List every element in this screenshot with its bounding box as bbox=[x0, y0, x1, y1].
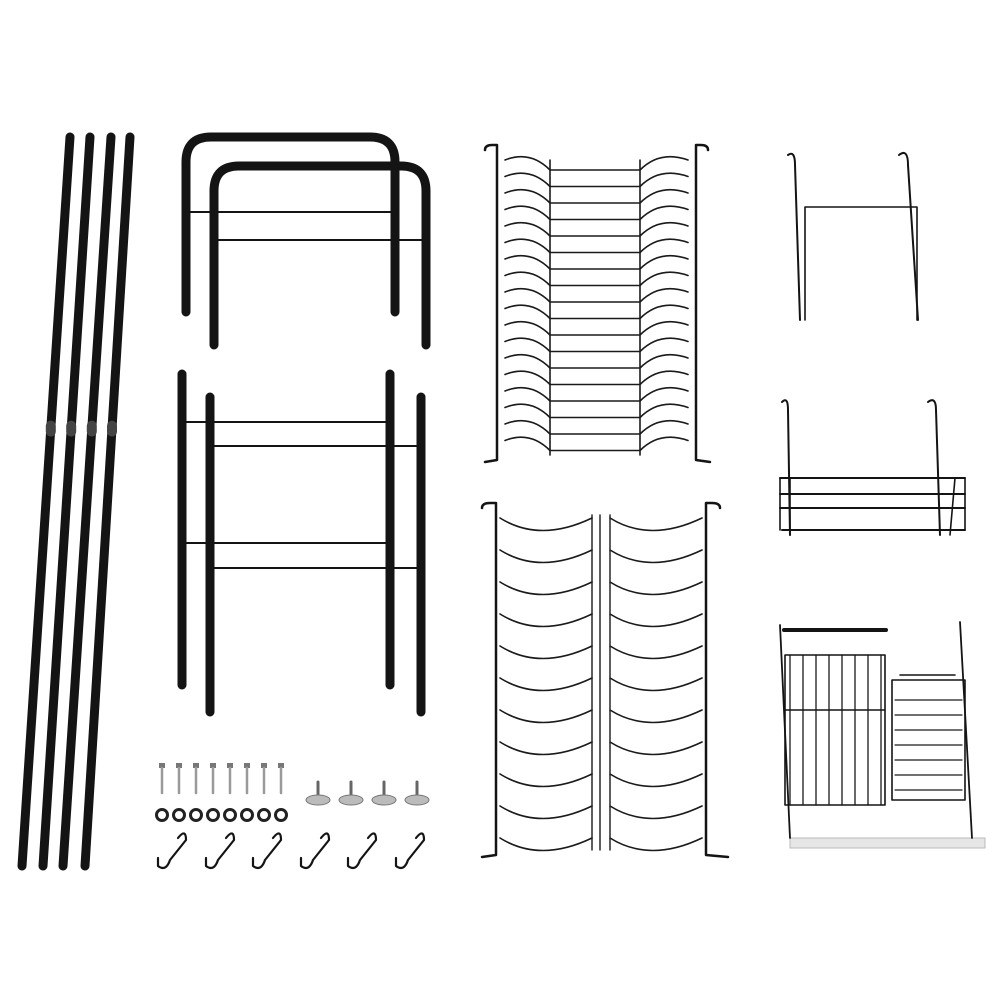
side-wire bbox=[704, 501, 730, 859]
foot-icon bbox=[371, 794, 397, 806]
cutting-board-holder bbox=[784, 654, 886, 806]
plate-wire bbox=[504, 254, 689, 270]
basket bbox=[779, 399, 966, 536]
u-frame-icon bbox=[209, 161, 431, 350]
basket-hook bbox=[927, 399, 941, 536]
basket-hook bbox=[781, 399, 791, 536]
plate-wire bbox=[504, 221, 689, 237]
plate-wire bbox=[504, 436, 689, 452]
washer-icon bbox=[240, 808, 254, 822]
washer-icon bbox=[274, 808, 288, 822]
plate-wire bbox=[504, 205, 689, 221]
side-wire bbox=[694, 143, 712, 464]
washer-icon bbox=[172, 808, 186, 822]
washer-icon bbox=[206, 808, 220, 822]
bowl-rack bbox=[480, 501, 730, 859]
washer-icon bbox=[189, 808, 203, 822]
plate-wire bbox=[504, 386, 689, 402]
bowl-wire bbox=[499, 613, 703, 628]
s-hook-icon bbox=[156, 832, 188, 870]
pole-icon bbox=[80, 132, 135, 871]
s-hook-icon bbox=[346, 832, 378, 870]
plate-wire bbox=[504, 155, 689, 171]
hanger-icon bbox=[898, 152, 919, 321]
side-frames bbox=[177, 369, 426, 717]
foot-icon bbox=[305, 794, 331, 806]
u-frames bbox=[181, 132, 431, 350]
pole-icon bbox=[58, 132, 116, 871]
s-hook-icon bbox=[251, 832, 283, 870]
bowl-wire bbox=[499, 645, 703, 660]
plate-rack bbox=[483, 143, 712, 464]
screw-head bbox=[176, 763, 182, 768]
screw-head bbox=[210, 763, 216, 768]
hanger-icon bbox=[787, 152, 801, 321]
bowl-wire bbox=[499, 741, 703, 756]
poles bbox=[17, 132, 135, 871]
bowl-wire bbox=[499, 837, 703, 852]
plate-wire bbox=[504, 353, 689, 369]
utensil-holder bbox=[779, 621, 986, 849]
bowl-wire bbox=[499, 677, 703, 692]
bowl-wire bbox=[499, 773, 703, 788]
basket-frame bbox=[779, 477, 966, 536]
s-hook-icon bbox=[204, 832, 236, 870]
cup-holder bbox=[891, 674, 966, 801]
hanger bbox=[787, 152, 919, 321]
plate-wire bbox=[504, 172, 689, 188]
screw-head bbox=[159, 763, 165, 768]
plate-wire bbox=[504, 188, 689, 204]
screw-head bbox=[227, 763, 233, 768]
side-wire bbox=[480, 501, 498, 859]
pole-icon bbox=[38, 132, 95, 871]
screw-head bbox=[261, 763, 267, 768]
plate-wire bbox=[504, 370, 689, 386]
washer-icon bbox=[155, 808, 169, 822]
s-hook-icon bbox=[299, 832, 331, 870]
bowl-wire bbox=[499, 581, 703, 596]
plate-wire bbox=[504, 238, 689, 254]
bowl-wire bbox=[499, 709, 703, 724]
washer-icon bbox=[257, 808, 271, 822]
drip-tray bbox=[789, 837, 986, 849]
s-hook-icon bbox=[394, 832, 426, 870]
foot-icon bbox=[338, 794, 364, 806]
u-frame-icon bbox=[181, 132, 400, 317]
side-wire bbox=[483, 143, 499, 464]
hardware bbox=[155, 763, 430, 870]
pole-icon bbox=[17, 132, 75, 871]
plate-wire bbox=[504, 304, 689, 320]
screw-head bbox=[193, 763, 199, 768]
washer-icon bbox=[223, 808, 237, 822]
bowl-wire bbox=[499, 517, 703, 532]
foot-icon bbox=[404, 794, 430, 806]
hanger-frame bbox=[804, 206, 918, 321]
bowl-wire bbox=[499, 549, 703, 564]
plate-wire bbox=[504, 287, 689, 303]
plate-wire bbox=[504, 419, 689, 435]
screw-head bbox=[244, 763, 250, 768]
plate-wire bbox=[504, 337, 689, 353]
plate-wire bbox=[504, 403, 689, 419]
plate-wire bbox=[504, 271, 689, 287]
bowl-wire bbox=[499, 805, 703, 820]
screw-head bbox=[278, 763, 284, 768]
plate-wire bbox=[504, 320, 689, 336]
